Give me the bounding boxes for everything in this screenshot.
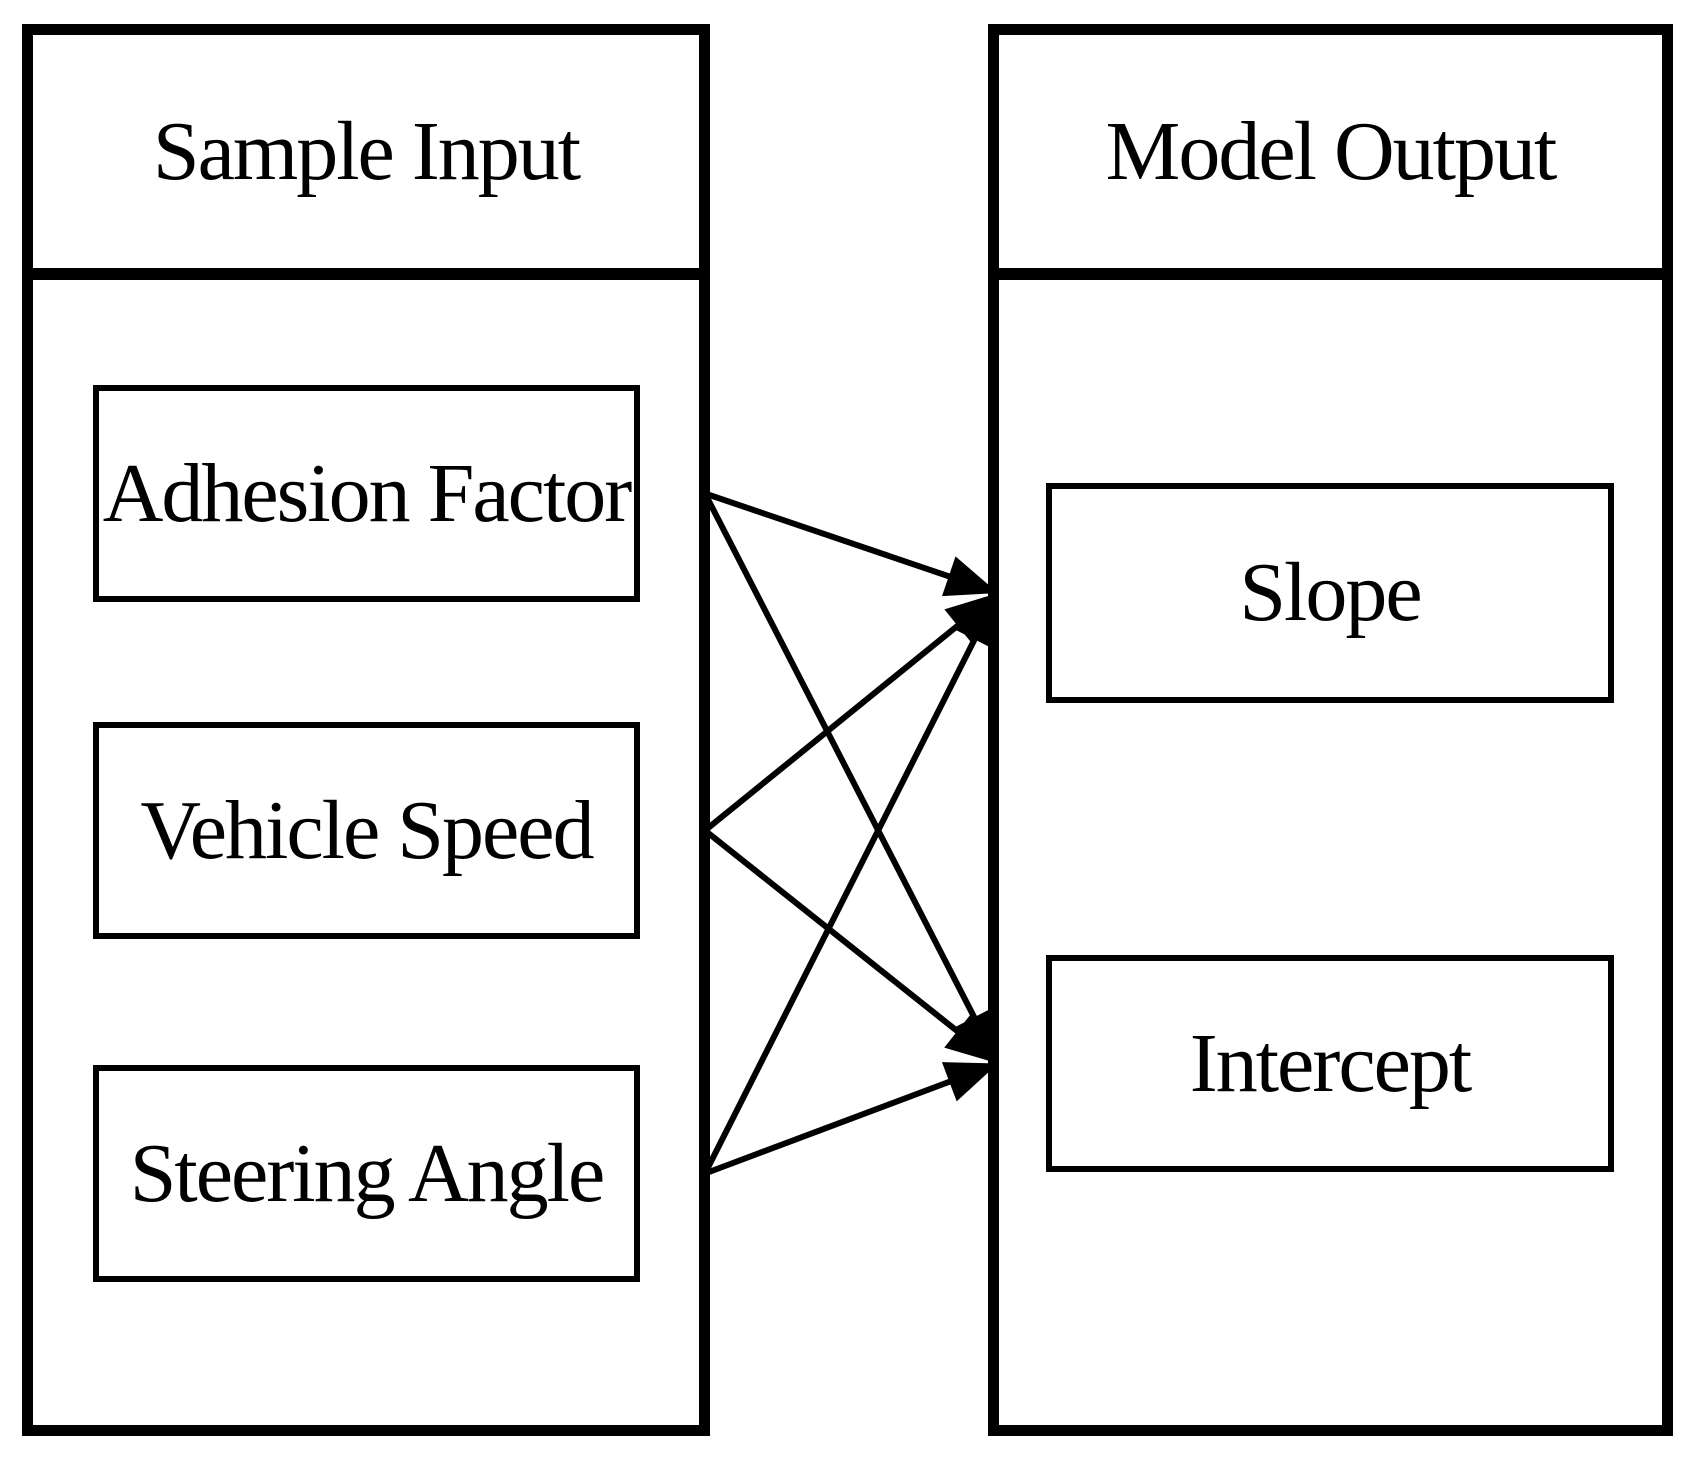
input-node-steering-angle: Steering Angle (93, 1065, 640, 1282)
sample-input-title: Sample Input (152, 104, 581, 198)
model-output-header: Model Output (999, 35, 1662, 280)
output-node-label: Intercept (1189, 1016, 1472, 1110)
output-node-slope: Slope (1046, 483, 1614, 703)
model-output-panel: Model Output Slope Intercept (988, 24, 1673, 1436)
input-node-vehicle-speed: Vehicle Speed (93, 722, 640, 939)
input-node-label: Vehicle Speed (140, 783, 594, 877)
model-output-title: Model Output (1105, 104, 1558, 198)
output-node-label: Slope (1239, 546, 1422, 639)
output-node-intercept: Intercept (1046, 955, 1614, 1172)
input-node-adhesion-factor: Adhesion Factor (93, 385, 640, 602)
sample-input-panel: Sample Input Adhesion Factor Vehicle Spe… (22, 24, 710, 1436)
input-node-label: Adhesion Factor (102, 446, 633, 540)
input-node-label: Steering Angle (129, 1126, 606, 1220)
sample-input-header: Sample Input (33, 35, 699, 280)
